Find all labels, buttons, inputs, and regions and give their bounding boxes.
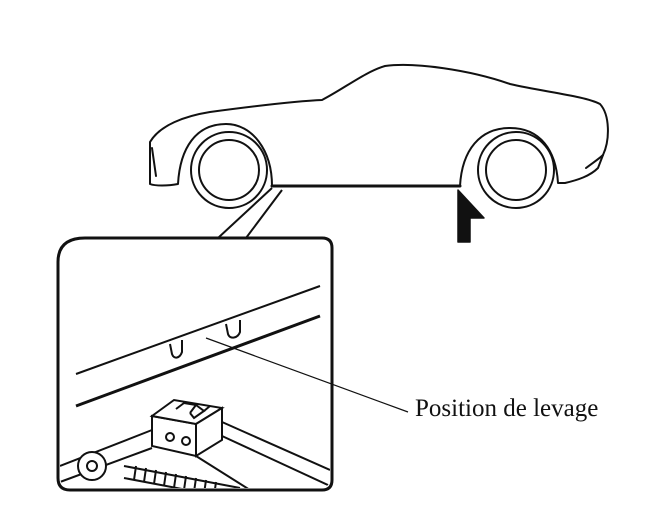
jack-notch-left (169, 340, 183, 359)
front-wheel (190, 131, 268, 209)
rear-wheel (477, 131, 555, 209)
jack-head (149, 398, 225, 458)
inset-detail-frame (56, 236, 334, 492)
car-rear-detail (585, 154, 604, 169)
label-leader-line (205, 337, 409, 413)
car-side-view (149, 63, 609, 188)
car-front-detail (151, 147, 157, 177)
sill-lower-line (75, 314, 321, 408)
jack-screw (123, 465, 241, 488)
callout-pointer (217, 187, 283, 239)
jack-point-arrow-icon (457, 189, 485, 243)
sill-upper-line (75, 285, 321, 375)
jack-notch-right (225, 320, 241, 339)
car-body-outline (149, 63, 609, 187)
jack-pivot (77, 451, 107, 481)
jacking-point-label: Position de levage (415, 395, 599, 422)
